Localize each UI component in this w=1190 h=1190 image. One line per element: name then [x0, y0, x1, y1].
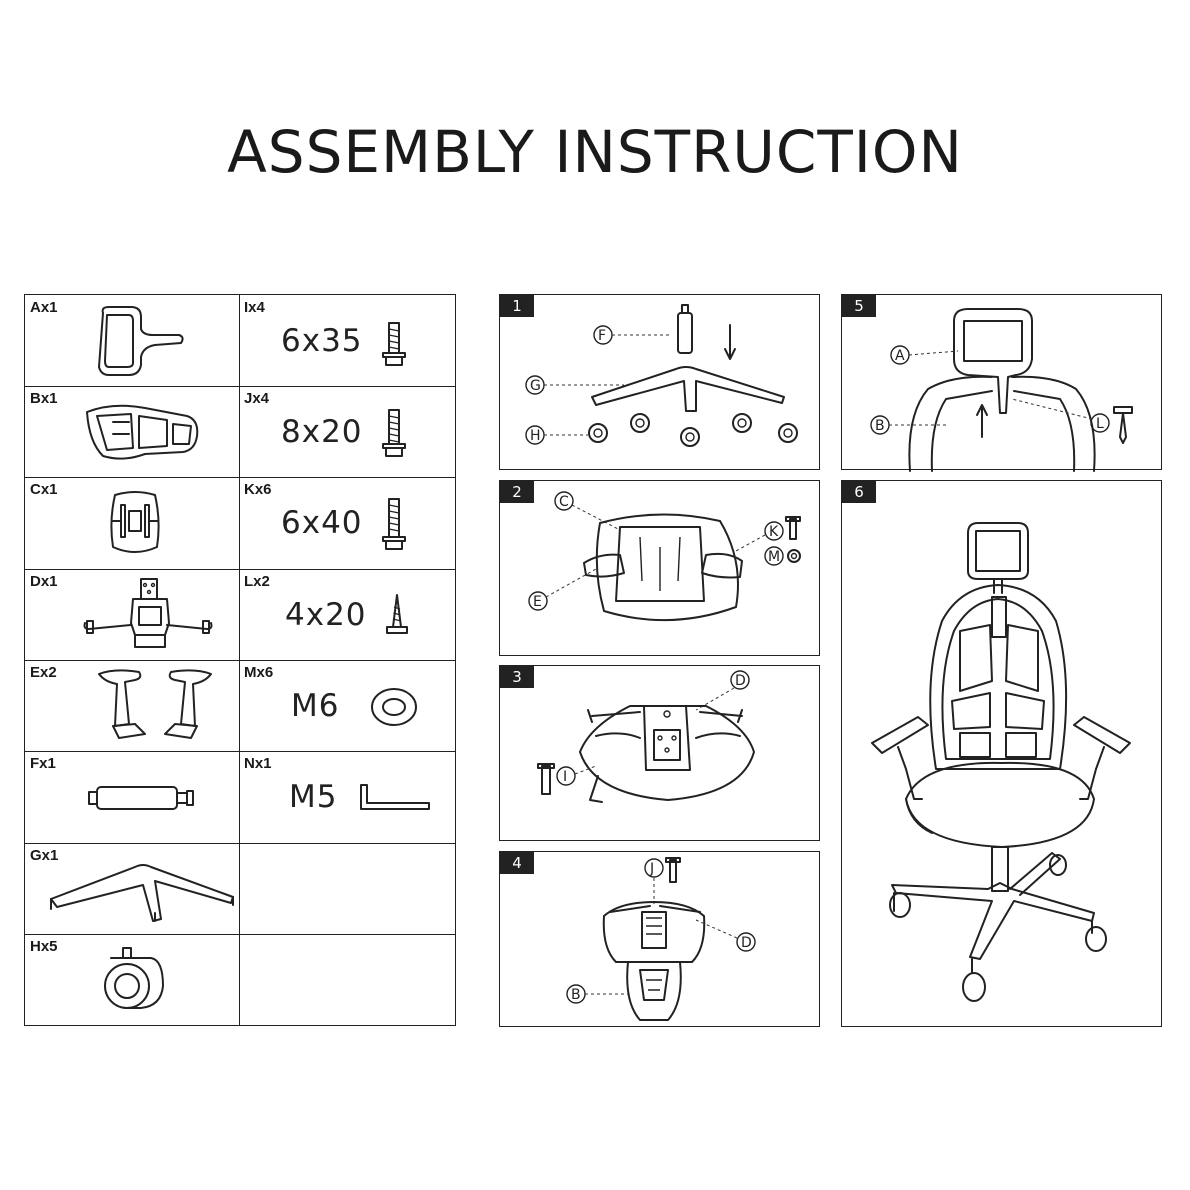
part-size: 4x20 — [285, 597, 367, 633]
part-label: Dx1 — [30, 573, 58, 590]
part-cell-b: Bx1 — [25, 386, 239, 477]
step-number: 3 — [500, 666, 534, 688]
part-label: Bx1 — [30, 390, 58, 407]
part-cell-e: Ex2 — [25, 660, 239, 751]
step-number: 1 — [500, 295, 534, 317]
part-label: Gx1 — [30, 847, 59, 864]
part-size: M6 — [291, 688, 340, 724]
page-title: ASSEMBLY INSTRUCTION — [227, 118, 963, 186]
callout-k: K — [769, 524, 779, 540]
step-number: 5 — [842, 295, 876, 317]
step-number: 4 — [500, 852, 534, 874]
part-label: Jx4 — [244, 390, 270, 407]
step-panel-5: 5 A B L — [841, 294, 1162, 472]
part-size: 6x35 — [281, 323, 363, 359]
headrest-icon — [98, 306, 184, 376]
part-label: Cx1 — [30, 481, 58, 498]
caster-icon — [104, 947, 164, 1009]
part-cell-n: Nx1 M5 — [239, 751, 455, 843]
part-label: Ix4 — [244, 299, 265, 316]
part-cell-k: Kx6 6x40 — [239, 477, 455, 569]
part-cell-l: Lx2 4x20 — [239, 569, 455, 660]
bolt-icon — [382, 322, 406, 366]
mechanism-icon — [83, 578, 213, 648]
part-cell-m: Mx6 M6 — [239, 660, 455, 751]
part-label: Ax1 — [30, 299, 58, 316]
step-4-diagram: J D B — [566, 857, 756, 1021]
callout-d: D — [741, 935, 752, 951]
part-label: Hx5 — [30, 938, 58, 955]
part-cell-j: Jx4 8x20 — [239, 386, 455, 477]
armrest-icon — [98, 669, 212, 739]
part-cell-a: Ax1 — [25, 295, 239, 386]
star-base-icon — [50, 864, 234, 922]
step-number: 6 — [842, 481, 876, 503]
part-label: Mx6 — [244, 664, 274, 681]
part-cell-c: Cx1 — [25, 477, 239, 569]
part-cell-empty — [239, 843, 455, 934]
step-panel-1: 1 F G H — [499, 294, 820, 470]
callout-h: H — [530, 428, 541, 444]
callout-g: G — [530, 378, 541, 394]
step-5-diagram: A B L — [870, 308, 1133, 472]
part-label: Fx1 — [30, 755, 56, 772]
washer-icon — [371, 688, 417, 726]
part-cell-g: Gx1 — [25, 843, 239, 934]
bolt-icon — [382, 498, 406, 550]
gas-lift-icon — [88, 786, 194, 810]
step-1-diagram: F G H — [525, 304, 798, 447]
part-label: Lx2 — [244, 573, 270, 590]
part-cell-f: Fx1 — [25, 751, 239, 843]
part-cell-empty — [239, 934, 455, 1027]
callout-b: B — [571, 987, 581, 1003]
callout-i: I — [563, 769, 567, 785]
part-size: M5 — [289, 779, 338, 815]
part-size: 6x40 — [281, 505, 363, 541]
bolt-icon — [382, 409, 406, 457]
step-3-diagram: D I — [537, 670, 755, 803]
step-panel-6: 6 — [841, 480, 1162, 1027]
callout-a: A — [895, 348, 905, 364]
callout-e: E — [533, 594, 542, 610]
callout-f: F — [598, 328, 606, 344]
seat-icon — [110, 491, 160, 553]
step-panel-3: 3 D I — [499, 665, 820, 841]
backrest-icon — [86, 404, 199, 460]
part-cell-h: Hx5 — [25, 934, 239, 1027]
part-label: Ex2 — [30, 664, 57, 681]
callout-b: B — [875, 418, 885, 434]
callout-l: L — [1096, 416, 1104, 432]
callout-m: M — [768, 549, 780, 565]
parts-list-table: Ax1 Ix4 6x35 Bx1 Jx4 8x20 — [24, 294, 456, 1026]
part-label: Nx1 — [244, 755, 272, 772]
callout-j: J — [649, 861, 654, 877]
part-cell-i: Ix4 6x35 — [239, 295, 455, 386]
part-cell-d: Dx1 — [25, 569, 239, 660]
screw-icon — [386, 594, 408, 634]
step-2-diagram: C E K M — [528, 491, 801, 622]
step-panel-2: 2 C E K M — [499, 480, 820, 656]
callout-d: D — [735, 673, 746, 689]
allen-key-icon — [360, 784, 430, 810]
part-label: Kx6 — [244, 481, 272, 498]
step-6-assembled-chair-diagram — [871, 522, 1131, 1002]
part-size: 8x20 — [281, 414, 363, 450]
step-number: 2 — [500, 481, 534, 503]
step-panel-4: 4 J D B — [499, 851, 820, 1027]
callout-c: C — [559, 494, 569, 510]
